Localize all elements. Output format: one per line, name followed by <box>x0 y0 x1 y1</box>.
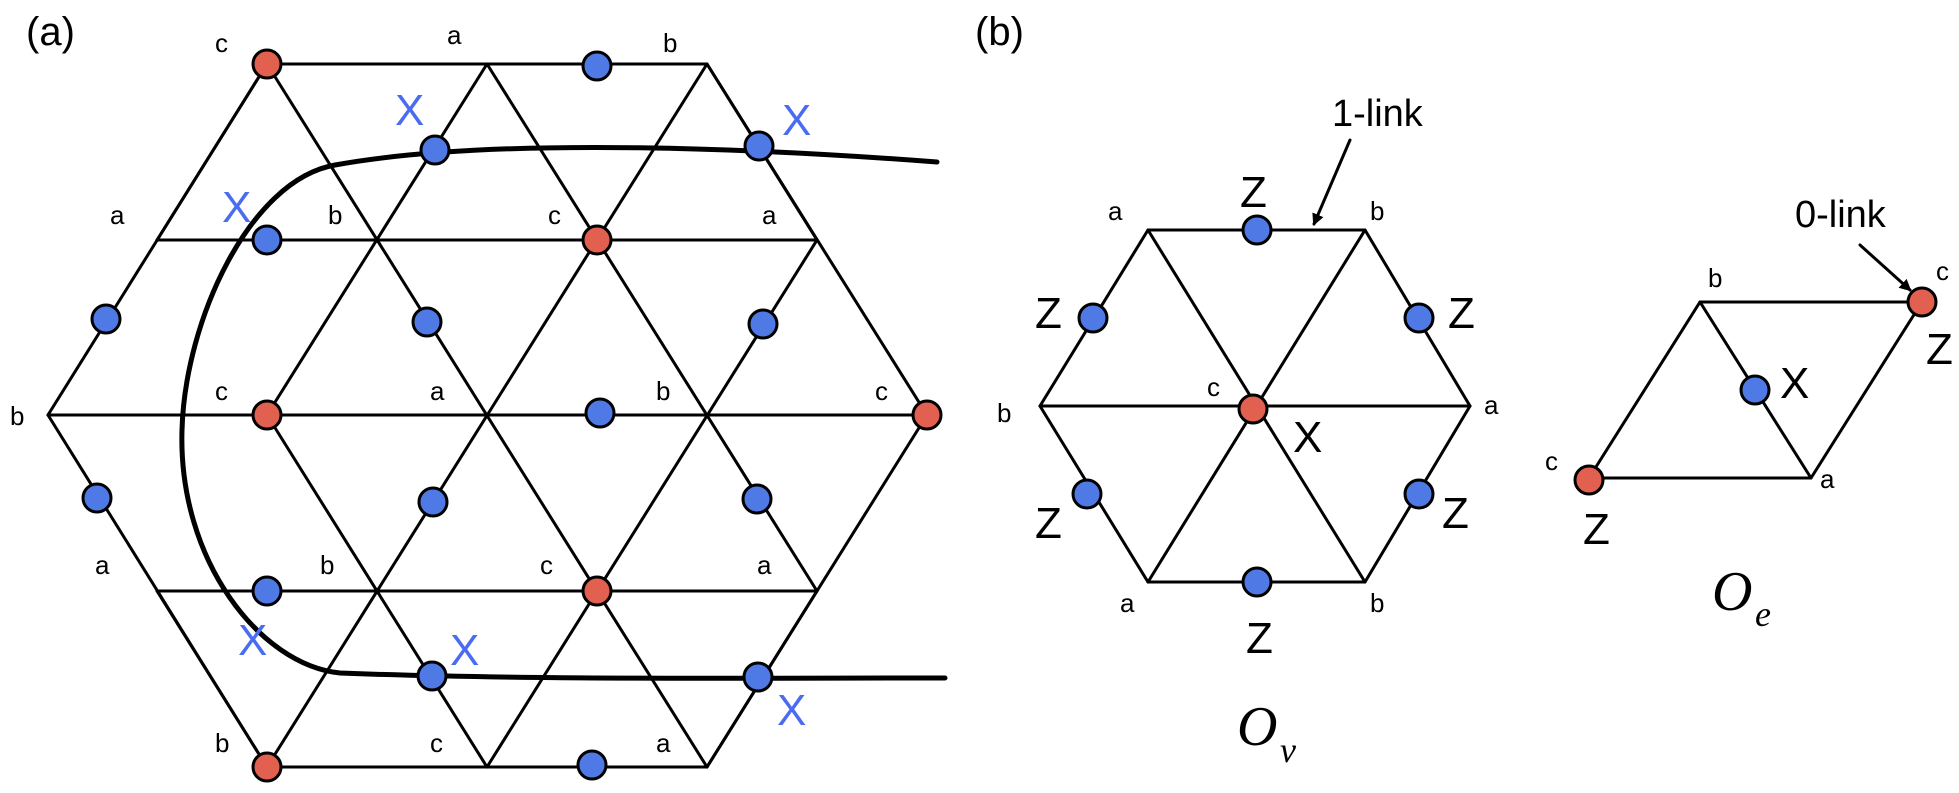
vertex-label: b <box>10 401 24 431</box>
blue-site <box>1739 374 1771 406</box>
vertex-label: a <box>447 20 462 50</box>
operator-subscript-v: v <box>1280 730 1296 770</box>
operator-label-e: O <box>1712 561 1752 623</box>
vertex-label: c <box>540 550 553 580</box>
red-site <box>581 575 613 607</box>
panel-a-x-marks: X X X X X X <box>222 86 811 735</box>
vertex-label: b <box>320 550 334 580</box>
panel-a-lattice <box>46 48 948 783</box>
z-label: Z <box>1448 289 1475 338</box>
string-operator-curve <box>179 144 948 681</box>
vertex-label: a <box>430 376 445 406</box>
x-mark: X <box>450 626 479 675</box>
z-label: Z <box>1035 289 1062 338</box>
vertex-label: a <box>757 550 772 580</box>
vertex-label: c <box>548 200 561 230</box>
red-site <box>1573 464 1605 496</box>
red-site <box>251 751 283 783</box>
blue-site <box>416 660 448 692</box>
operator-label-v: O <box>1237 696 1277 758</box>
blue-site <box>1403 302 1435 334</box>
x-mark: X <box>777 686 806 735</box>
vertex-label: b <box>1370 196 1384 226</box>
blue-site <box>417 486 449 518</box>
panel-a-vertex-labels: c a b a b c a b c a b c a b c a b c a b <box>10 20 888 758</box>
vertex-label: a <box>95 550 110 580</box>
operator-subscript-e: e <box>1755 594 1771 634</box>
one-link-arrow <box>1312 138 1352 226</box>
vertex-label: a <box>762 200 777 230</box>
vertex-label: c <box>215 376 228 406</box>
blue-site <box>747 308 779 340</box>
blue-site <box>1241 566 1273 598</box>
zero-link-arrow <box>1858 243 1912 292</box>
one-link-label: 1-link <box>1332 93 1424 135</box>
blue-site <box>741 483 773 515</box>
vertex-label: b <box>1370 588 1384 618</box>
vertex-label: b <box>215 728 229 758</box>
x-label: X <box>1293 413 1322 462</box>
vertex-label: c <box>215 28 228 58</box>
vertex-label: c <box>875 376 888 406</box>
lattice-line <box>265 62 709 769</box>
x-mark: X <box>238 616 267 665</box>
blue-site <box>90 303 122 335</box>
red-site <box>251 48 283 80</box>
blue-site <box>81 482 113 514</box>
vertex-operator-diagram: a b b a c a b Z Z Z Z Z Z X 1-link O v <box>997 93 1499 770</box>
z-label: Z <box>1926 325 1953 374</box>
vertex-label: c <box>1936 256 1949 286</box>
x-mark: X <box>222 183 251 232</box>
vertex-label: a <box>110 200 125 230</box>
z-label: Z <box>1240 168 1267 217</box>
x-mark: X <box>782 96 811 145</box>
z-label: Z <box>1246 614 1273 663</box>
vertex-label: a <box>1484 390 1499 420</box>
vertex-label: b <box>328 200 342 230</box>
blue-site <box>742 661 774 693</box>
vertex-label: c <box>1207 372 1220 402</box>
lattice-line <box>155 62 269 242</box>
blue-site <box>1077 302 1109 334</box>
blue-site <box>743 130 775 162</box>
vertex-label: c <box>1545 446 1558 476</box>
blue-site <box>581 50 613 82</box>
panel-b-label: (b) <box>975 10 1024 54</box>
blue-site <box>419 134 451 166</box>
blue-site <box>1241 214 1273 246</box>
blue-site <box>251 224 283 256</box>
red-site <box>911 399 943 431</box>
vertex-label: b <box>656 376 670 406</box>
blue-site <box>576 749 608 781</box>
red-site <box>581 224 613 256</box>
red-site <box>1237 393 1269 425</box>
x-mark: X <box>395 86 424 135</box>
vertex-label: a <box>1108 196 1123 226</box>
vertex-label: a <box>1820 464 1835 494</box>
edge-operator-diagram: b c c a Z Z X 0-link O e <box>1545 194 1953 634</box>
blue-site <box>251 575 283 607</box>
x-label: X <box>1780 359 1809 408</box>
z-label: Z <box>1583 505 1610 554</box>
z-label: Z <box>1035 499 1062 548</box>
blue-site <box>584 397 616 429</box>
vertex-label: b <box>1708 263 1722 293</box>
vertex-label: b <box>663 28 677 58</box>
vertex-label: a <box>1120 588 1135 618</box>
red-site <box>251 399 283 431</box>
panel-a-label: (a) <box>26 10 75 54</box>
vertex-label: b <box>997 398 1011 428</box>
z-label: Z <box>1442 489 1469 538</box>
vertex-label: a <box>656 728 671 758</box>
lattice-line <box>265 413 489 769</box>
blue-site <box>1071 478 1103 510</box>
zero-link-label: 0-link <box>1795 194 1887 236</box>
blue-site <box>1403 478 1435 510</box>
blue-site <box>411 306 443 338</box>
vertex-label: c <box>430 728 443 758</box>
lattice-line <box>155 589 269 769</box>
red-site <box>1906 286 1938 318</box>
